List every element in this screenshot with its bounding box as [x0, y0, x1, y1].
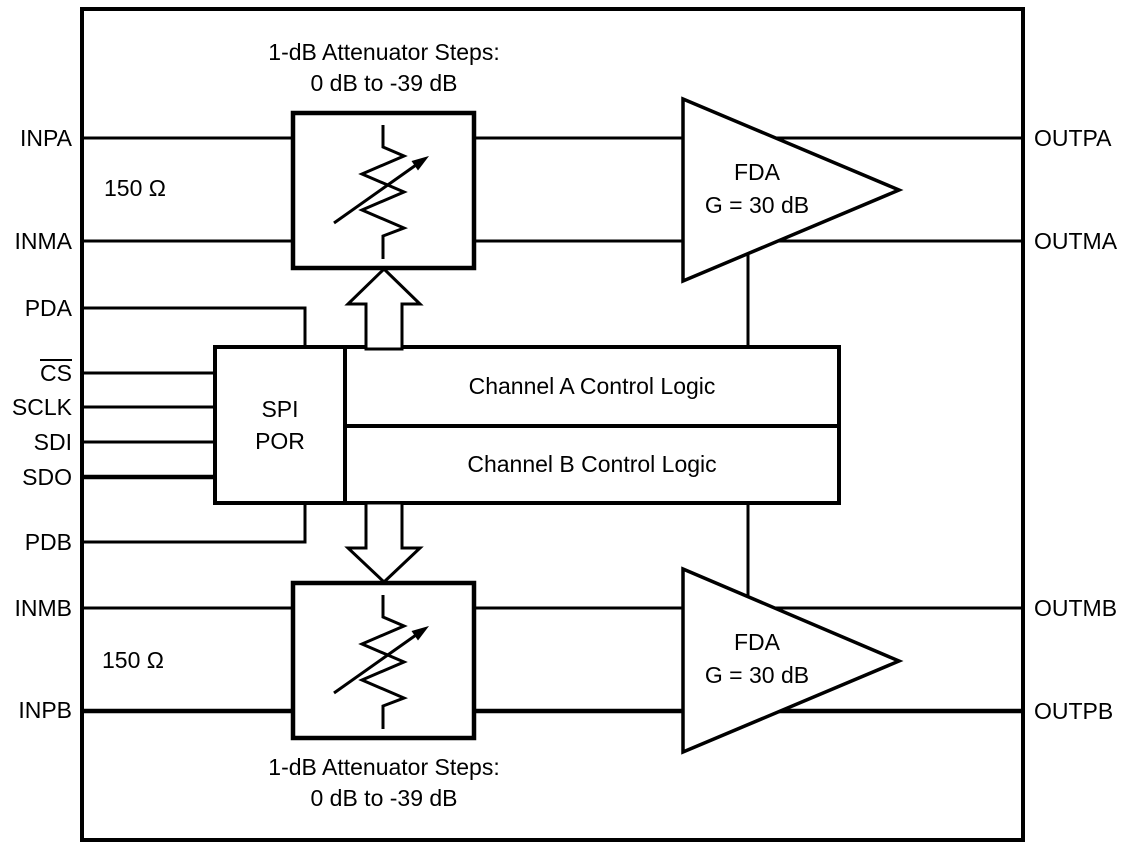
- variable-resistor-arrow: [333, 163, 417, 225]
- attenuator-a-caption-line1: 1-dB Attenuator Steps:: [268, 39, 500, 65]
- pin-label-outma: OUTMA: [1034, 228, 1118, 254]
- fda-a-label-line1: FDA: [734, 159, 780, 185]
- pin-label-outmb: OUTMB: [1034, 595, 1118, 621]
- variable-resistor-icon: [358, 595, 408, 729]
- line-pdb: [82, 501, 307, 544]
- fda-b-label-line1: FDA: [734, 629, 780, 655]
- pin-label-sclk: SCLK: [11, 394, 72, 420]
- pin-label-inpa: INPA: [20, 125, 72, 151]
- pin-label-pdb: PDB: [24, 529, 72, 555]
- pin-label-sdo: SDO: [22, 464, 72, 490]
- signal-lines: [82, 136, 1023, 714]
- pin-label-cs: CS: [0, 358, 72, 388]
- spi-label-line2: POR: [255, 428, 305, 454]
- pin-label-inmb: INMB: [14, 595, 73, 621]
- chip-outline: [80, 7, 1025, 842]
- attenuator-a-caption-line2: 0 dB to -39 dB: [310, 70, 458, 96]
- line-pda: [82, 306, 307, 349]
- spi-por-box: [213, 345, 347, 505]
- channel-a-logic-box: [343, 345, 841, 428]
- attenuator-block-a: [290, 110, 477, 271]
- pin-label-inpb: INPB: [18, 697, 72, 723]
- fda-a-label: FDA G = 30 dB: [657, 156, 857, 222]
- fda-b-label-line2: G = 30 dB: [704, 662, 810, 688]
- input-impedance-a-label: 150 Ω: [104, 175, 166, 201]
- attenuator-a-caption: 1-dB Attenuator Steps: 0 dB to -39 dB: [184, 37, 584, 99]
- channel-b-logic-box: [343, 424, 841, 505]
- input-impedance-b-label: 150 Ω: [102, 647, 164, 673]
- control-arrow-up-icon: [344, 266, 424, 351]
- attenuator-b-caption-line1: 1-dB Attenuator Steps:: [268, 754, 500, 780]
- pin-label-sdi: SDI: [33, 429, 72, 455]
- fda-a-label-line2: G = 30 dB: [704, 192, 810, 218]
- pin-label-inma: INMA: [14, 228, 73, 254]
- spi-por-label: SPI POR: [215, 347, 345, 503]
- variable-resistor-arrow: [333, 633, 417, 695]
- variable-resistor-icon: [358, 125, 408, 259]
- fda-b-label: FDA G = 30 dB: [657, 626, 857, 692]
- pin-label-cs-text: CS: [40, 359, 72, 386]
- control-arrow-down-icon: [344, 501, 424, 585]
- spi-label-line1: SPI: [261, 396, 299, 422]
- channel-a-logic-label: Channel A Control Logic: [468, 373, 716, 399]
- fda-a-triangle: [681, 96, 904, 284]
- fda-b-triangle: [681, 566, 904, 755]
- pin-label-outpb: OUTPB: [1034, 698, 1114, 724]
- pin-label-outpa: OUTPA: [1034, 125, 1112, 151]
- channel-b-logic-label: Channel B Control Logic: [467, 451, 717, 477]
- variable-resistor-arrowhead: [411, 626, 429, 641]
- attenuator-b-caption-line2: 0 dB to -39 dB: [310, 785, 458, 811]
- variable-resistor-arrowhead: [411, 156, 429, 171]
- attenuator-block-b: [290, 580, 477, 741]
- pin-label-pda: PDA: [24, 295, 72, 321]
- attenuator-b-caption: 1-dB Attenuator Steps: 0 dB to -39 dB: [184, 752, 584, 814]
